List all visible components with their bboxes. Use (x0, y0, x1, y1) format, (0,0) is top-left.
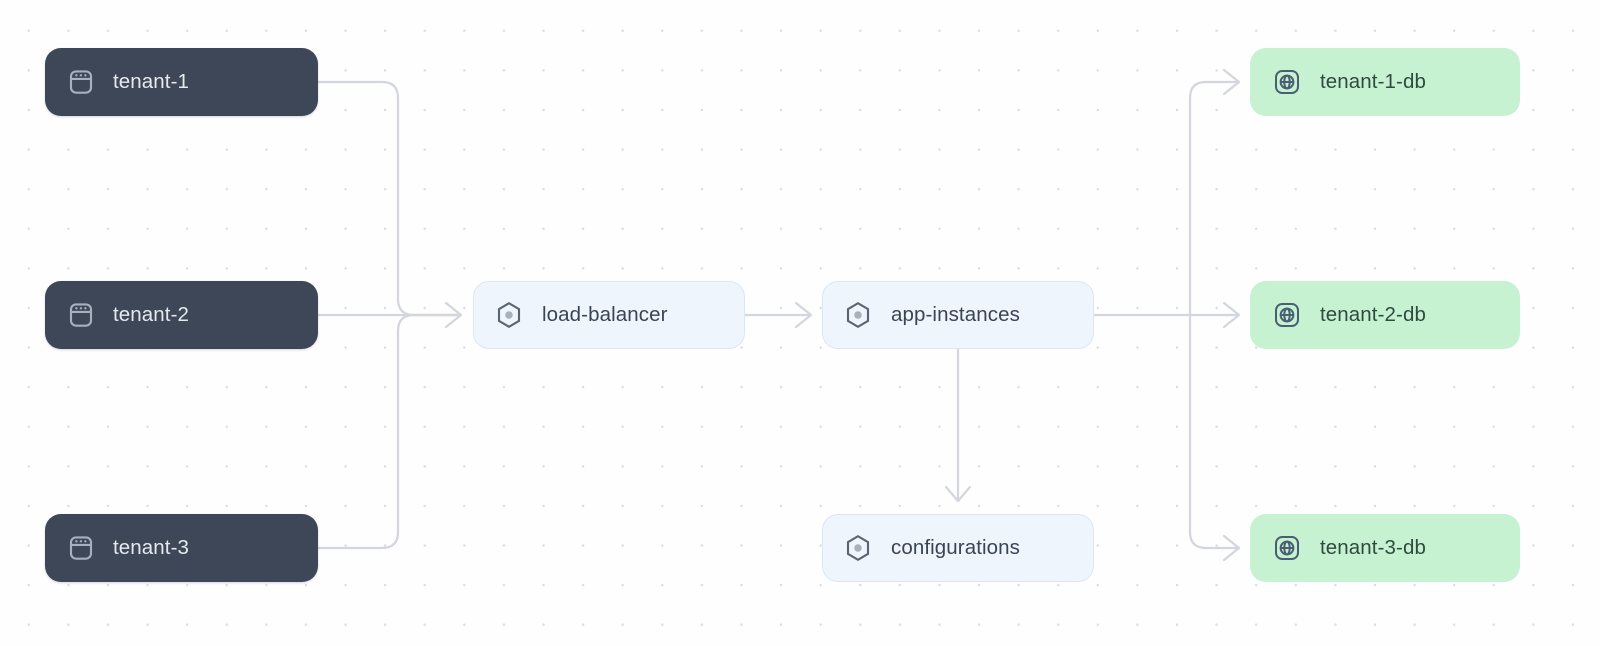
node-label: configurations (891, 536, 1021, 559)
globe-icon (1272, 300, 1302, 330)
arrowhead-tenant-3-db (1222, 534, 1241, 562)
edge-tenant-1-to-load-balancer (316, 80, 462, 317)
browser-window-icon (66, 67, 96, 97)
node-tenant-3[interactable]: tenant-3 (45, 514, 318, 582)
edge-bus-to-tenant-1-db (1188, 80, 1240, 317)
arrowhead-tenant-1-db (1222, 68, 1241, 96)
edge-bus-to-tenant-3-db (1188, 313, 1240, 550)
arrowhead-configurations (944, 485, 972, 503)
node-label: load-balancer (542, 303, 668, 326)
browser-window-icon (66, 533, 96, 563)
node-tenant-1-db[interactable]: tenant-1-db (1250, 48, 1520, 116)
node-label: tenant-1-db (1320, 70, 1426, 93)
hexagon-node-icon (843, 533, 873, 563)
node-tenant-1[interactable]: tenant-1 (45, 48, 318, 116)
arrowhead-app-instances (794, 301, 813, 329)
node-label: tenant-1 (113, 70, 190, 93)
globe-icon (1272, 67, 1302, 97)
browser-window-icon (66, 300, 96, 330)
node-label: tenant-3-db (1320, 536, 1426, 559)
node-app-instances[interactable]: app-instances (822, 281, 1094, 349)
node-label: tenant-3 (113, 536, 190, 559)
node-load-balancer[interactable]: load-balancer (473, 281, 745, 349)
arrowhead-tenant-2-db (1222, 301, 1241, 329)
node-tenant-3-db[interactable]: tenant-3-db (1250, 514, 1520, 582)
node-label: tenant-2-db (1320, 303, 1426, 326)
node-label: tenant-2 (113, 303, 190, 326)
hexagon-node-icon (843, 300, 873, 330)
hexagon-node-icon (494, 300, 524, 330)
edge-tenant-3-to-load-balancer (316, 313, 462, 550)
node-tenant-2[interactable]: tenant-2 (45, 281, 318, 349)
globe-icon (1272, 533, 1302, 563)
node-label: app-instances (891, 303, 1020, 326)
node-tenant-2-db[interactable]: tenant-2-db (1250, 281, 1520, 349)
node-configurations[interactable]: configurations (822, 514, 1094, 582)
arrowhead-load-balancer (444, 301, 463, 329)
